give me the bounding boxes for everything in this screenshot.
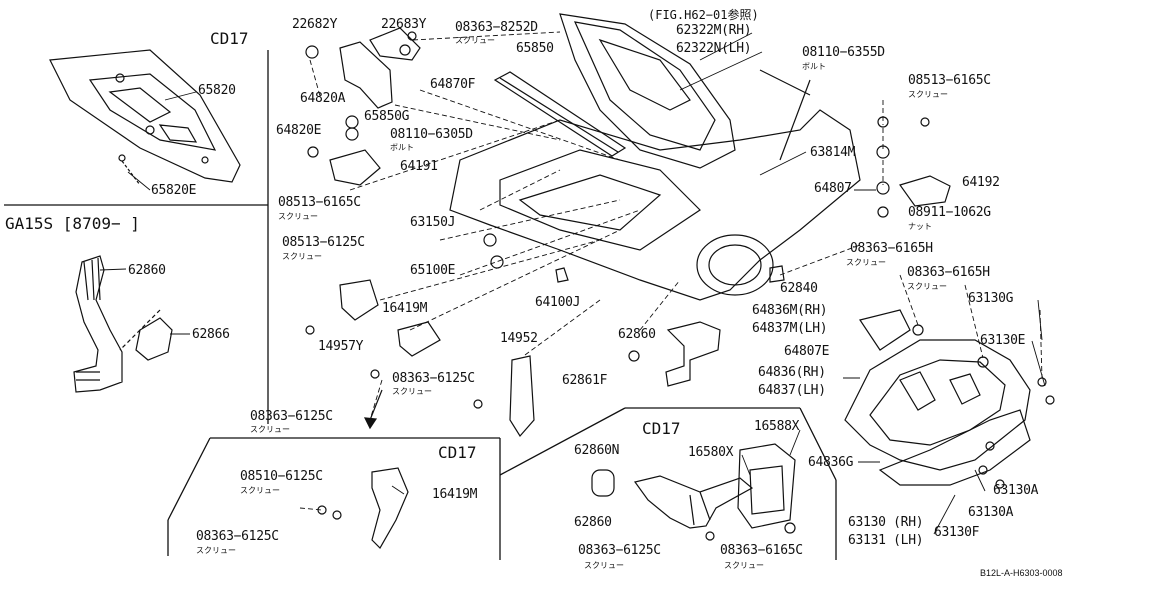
part-label-62860-bottom: 62860 [574, 515, 612, 530]
part-label-08363-6165h-b: 08363−6165H [907, 265, 990, 280]
part-label-08363-6165c-bottom: 08363−6165C [720, 543, 803, 558]
part-label-65820: 65820 [198, 83, 236, 98]
part-label-14952: 14952 [500, 331, 538, 346]
part-label-16419m-low: 16419M [432, 487, 478, 502]
part-label-65820e: 65820E [151, 183, 197, 198]
part-label-08363-8252d: 08363−8252D [455, 20, 538, 35]
note-screw-6165c-right: スクリュー [908, 90, 948, 99]
right-brackets [859, 116, 1055, 405]
part-label-16580x: 16580X [688, 445, 734, 460]
part-label-64192: 64192 [962, 175, 1000, 190]
part-label-65100e: 65100E [410, 263, 456, 278]
section-title-cd17-top: CD17 [210, 29, 249, 48]
hinge-brackets-top [305, 27, 421, 186]
part-label-64836: 64836(RH) [758, 365, 826, 380]
part-label-16588x: 16588X [754, 419, 800, 434]
part-label-62322m: 62322M(RH) [676, 23, 752, 38]
part-label-62840: 62840 [780, 281, 818, 296]
part-label-08363-6125c-low: 08363−6125C [196, 529, 279, 544]
part-label-63130: 63130 (RH) [848, 515, 924, 530]
drawing-code: B12L-A-H6303-0008 [980, 568, 1063, 578]
part-label-08363-6125c-mid: 08363−6125C [392, 371, 475, 386]
part-label-22682y: 22682Y [292, 17, 338, 32]
note-screw-6125c-left: スクリュー [250, 425, 290, 434]
note-screw-08510: スクリュー [240, 486, 280, 495]
part-label-62322n: 62322N(LH) [676, 41, 752, 56]
part-label-62860n: 62860N [574, 443, 620, 458]
part-label-08110-6305d: 08110−6305D [390, 127, 473, 142]
section-title-cd17-mid: CD17 [438, 443, 477, 462]
part-label-62860-ga15s: 62860 [128, 263, 166, 278]
solid-leaders [99, 32, 1046, 535]
part-label-64820e: 64820E [276, 123, 322, 138]
leader-lines [299, 31, 1043, 511]
note-nut-1062g: ナット [908, 222, 932, 231]
note-screw-6165c-bottom: スクリュー [724, 561, 764, 570]
part-label-64837m: 64837M(LH) [752, 321, 828, 336]
air-duct-62860-ga15s [73, 255, 173, 393]
part-label-63130a-b: 63130A [968, 505, 1014, 520]
bracket-16419m-cd17 [317, 467, 409, 549]
note-screw-6125c-low: スクリュー [196, 546, 236, 555]
clips-middle [305, 233, 785, 438]
note-screw-6125c: スクリュー [282, 252, 322, 261]
part-label-63150j: 63150J [410, 215, 456, 230]
note-screw-6125c-bottom: スクリュー [584, 561, 624, 570]
note-screw-8252d: スクリュー [455, 36, 495, 45]
part-label-63130g: 63130G [968, 291, 1014, 306]
weatherstrip-65850 [493, 71, 627, 157]
section-title-ga15s: GA15S [8709− ] [5, 214, 140, 233]
part-label-08510-6125c: 08510−6125C [240, 469, 323, 484]
part-label-08110-6355d: 08110−6355D [802, 45, 885, 60]
part-label-08513-6165c-right: 08513−6165C [908, 73, 991, 88]
part-label-64837: 64837(LH) [758, 383, 826, 398]
part-label-62866: 62866 [192, 327, 230, 342]
part-label-22683y: 22683Y [381, 17, 427, 32]
note-screw-6165c-left: スクリュー [278, 212, 318, 221]
note-bolt-6355d: ボルト [802, 62, 826, 71]
note-bolt-6305d: ボルト [390, 143, 414, 152]
arrow-indicator [363, 389, 383, 430]
part-label-64807: 64807 [814, 181, 852, 196]
section-title-cd17-bottom: CD17 [642, 419, 681, 438]
part-label-65850g: 65850G [364, 109, 410, 124]
part-label-08363-6165h-a: 08363−6165H [850, 241, 933, 256]
part-label-63131: 63131 (LH) [848, 533, 924, 548]
part-label-64100j: 64100J [535, 295, 581, 310]
part-label-14957y: 14957Y [318, 339, 364, 354]
part-label-63814m: 63814M [810, 145, 856, 160]
section-dividers [4, 50, 837, 560]
under-cover-65820 [49, 49, 241, 186]
note-screw-6165h-b: スクリュー [907, 282, 947, 291]
note-screw-6125c-mid: スクリュー [392, 387, 432, 396]
part-label-64836g: 64836G [808, 455, 854, 470]
rear-body-outline [449, 13, 861, 301]
part-label-63130f: 63130F [934, 525, 980, 540]
part-label-62860-mid: 62860 [618, 327, 656, 342]
splash-shield-64836 [844, 339, 1031, 489]
part-label-08363-6125c-bottom: 08363−6125C [578, 543, 661, 558]
part-label-63130a-a: 63130A [993, 483, 1039, 498]
part-label-16419m-mid: 16419M [382, 301, 428, 316]
part-label-64836m: 64836M(RH) [752, 303, 828, 318]
figure-reference: (FIG.H62−01参照) [648, 8, 759, 22]
part-label-08513-6165c-left: 08513−6165C [278, 195, 361, 210]
part-label-08363-6125c-left: 08363−6125C [250, 409, 333, 424]
part-label-64870f: 64870F [430, 77, 476, 92]
part-label-63130e: 63130E [980, 333, 1026, 348]
part-label-08513-6125c: 08513−6125C [282, 235, 365, 250]
part-label-08911-1062g: 08911−1062G [908, 205, 991, 220]
part-label-64807e: 64807E [784, 344, 830, 359]
note-screw-6165h-a: スクリュー [846, 258, 886, 267]
part-label-65850: 65850 [516, 41, 554, 56]
part-label-64820a: 64820A [300, 91, 346, 106]
part-label-62861f: 62861F [562, 373, 608, 388]
part-label-64191: 64191 [400, 159, 438, 174]
air-duct-62860-cd17 [591, 443, 796, 541]
